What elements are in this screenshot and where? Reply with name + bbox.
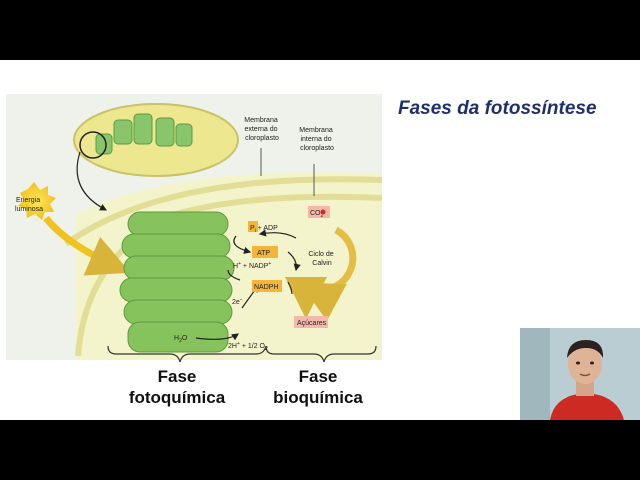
sugars-label: Açúcares <box>297 320 327 327</box>
presenter-video-icon <box>520 328 640 420</box>
calvin-label: Ciclo de Calvin <box>308 251 335 267</box>
pi-adp-box <box>248 221 258 232</box>
atp-box <box>252 246 278 258</box>
light-arrow <box>43 215 131 276</box>
zoom-circle <box>79 131 107 159</box>
nadp-label: H+ + NADP+ <box>233 261 271 270</box>
presenter-webcam <box>520 328 640 420</box>
co2-label: CO2 <box>310 210 324 219</box>
granum <box>119 211 235 353</box>
phase-braces <box>107 345 377 363</box>
outer-membrane-label: Membrana externa do cloroplasto <box>244 117 279 142</box>
nadph-label: NADPH <box>254 284 279 291</box>
mini-grana <box>95 113 193 155</box>
co2-box <box>308 206 330 218</box>
outer-membrane <box>64 176 382 247</box>
electron-label: 2e− <box>232 297 243 306</box>
sugars-box <box>294 316 328 328</box>
sun-icon <box>18 182 56 220</box>
slide: Fases da fotossíntese <box>0 60 640 420</box>
slide-title: Fases da fotossíntese <box>398 98 597 119</box>
light-energy-label: Energia luminosa <box>15 197 43 213</box>
zoom-arrow <box>76 151 108 211</box>
nadph-box <box>252 280 282 292</box>
inner-membrane-label: Membrana interna do cloroplasto <box>299 127 334 152</box>
pi-adp-label: Pi + ADP <box>250 225 278 234</box>
chloroplast-diagram: Membrana externa do cloroplasto Membrana… <box>6 94 382 360</box>
water-label: H2O <box>174 335 188 344</box>
atp-label: ATP <box>257 250 270 257</box>
phase-biochemical: Fase bioquímica <box>273 367 363 407</box>
phase-photochemical: Fase fotoquímica <box>128 367 226 407</box>
